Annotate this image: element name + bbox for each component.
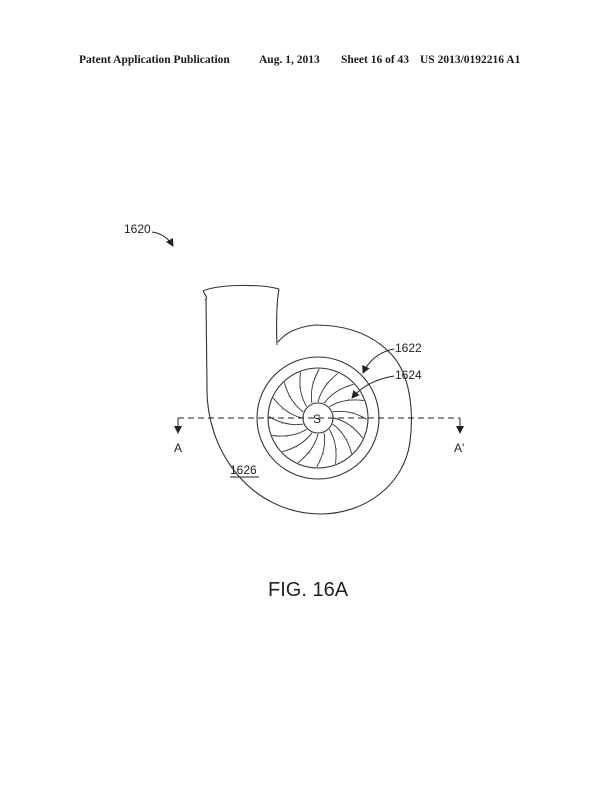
label-1620: 1620 [124,222,151,236]
section-label-a-prime: A' [454,441,464,455]
blade-mark [326,382,328,384]
impeller-blade [323,383,354,404]
blade-mark [352,412,355,414]
section-arrow-right [456,426,464,434]
scroll-housing [202,284,412,515]
blade-mark [308,452,310,454]
blade-mark [338,388,341,391]
impeller-blade [329,399,364,408]
figure-caption: FIG. 16A [268,579,349,601]
blade-mark [281,422,284,424]
publication-date: Aug. 1, 2013 [259,54,320,66]
label-1622: 1622 [395,341,422,355]
impeller-blade [316,432,326,468]
impeller-blade [272,397,303,419]
blade-mark [295,446,298,448]
blade-mark [352,426,354,428]
leader-1622 [362,348,395,374]
blade-mark [288,395,291,398]
arrow-1620 [151,231,174,247]
blade-mark [346,438,348,441]
sheet-number: Sheet 16 of 43 [341,54,410,66]
section-line [174,417,464,434]
impeller-blade [333,417,364,439]
section-arrow-left [174,426,182,434]
impeller-blade [317,372,339,403]
hub-label: S [313,412,321,426]
blade-mark [312,381,314,384]
blade-mark [322,452,324,455]
impeller-blade [272,428,307,437]
impeller-blade [282,432,313,453]
blade-mark [298,386,301,388]
patent-number: US 2013/0192216 A1 [420,54,521,66]
impeller-blade [332,423,353,454]
leader-1624 [351,375,395,399]
impeller-blade [283,382,304,413]
section-label-a: A [174,441,182,455]
label-1626: 1626 [230,463,257,477]
blade-mark [348,398,350,401]
blade-mark [335,448,338,450]
impeller-blade [332,410,368,420]
label-1624: 1624 [395,368,422,382]
impeller-blade [299,372,308,407]
blade-mark [286,435,288,438]
impeller-blade [297,433,319,464]
impeller-blade [328,429,337,464]
page-header: Patent Application Publication Aug. 1, 2… [0,54,614,68]
publication-label: Patent Application Publication [79,54,230,66]
impeller-blade [310,368,320,404]
blade-mark [282,408,284,410]
impeller-blades [268,368,368,468]
